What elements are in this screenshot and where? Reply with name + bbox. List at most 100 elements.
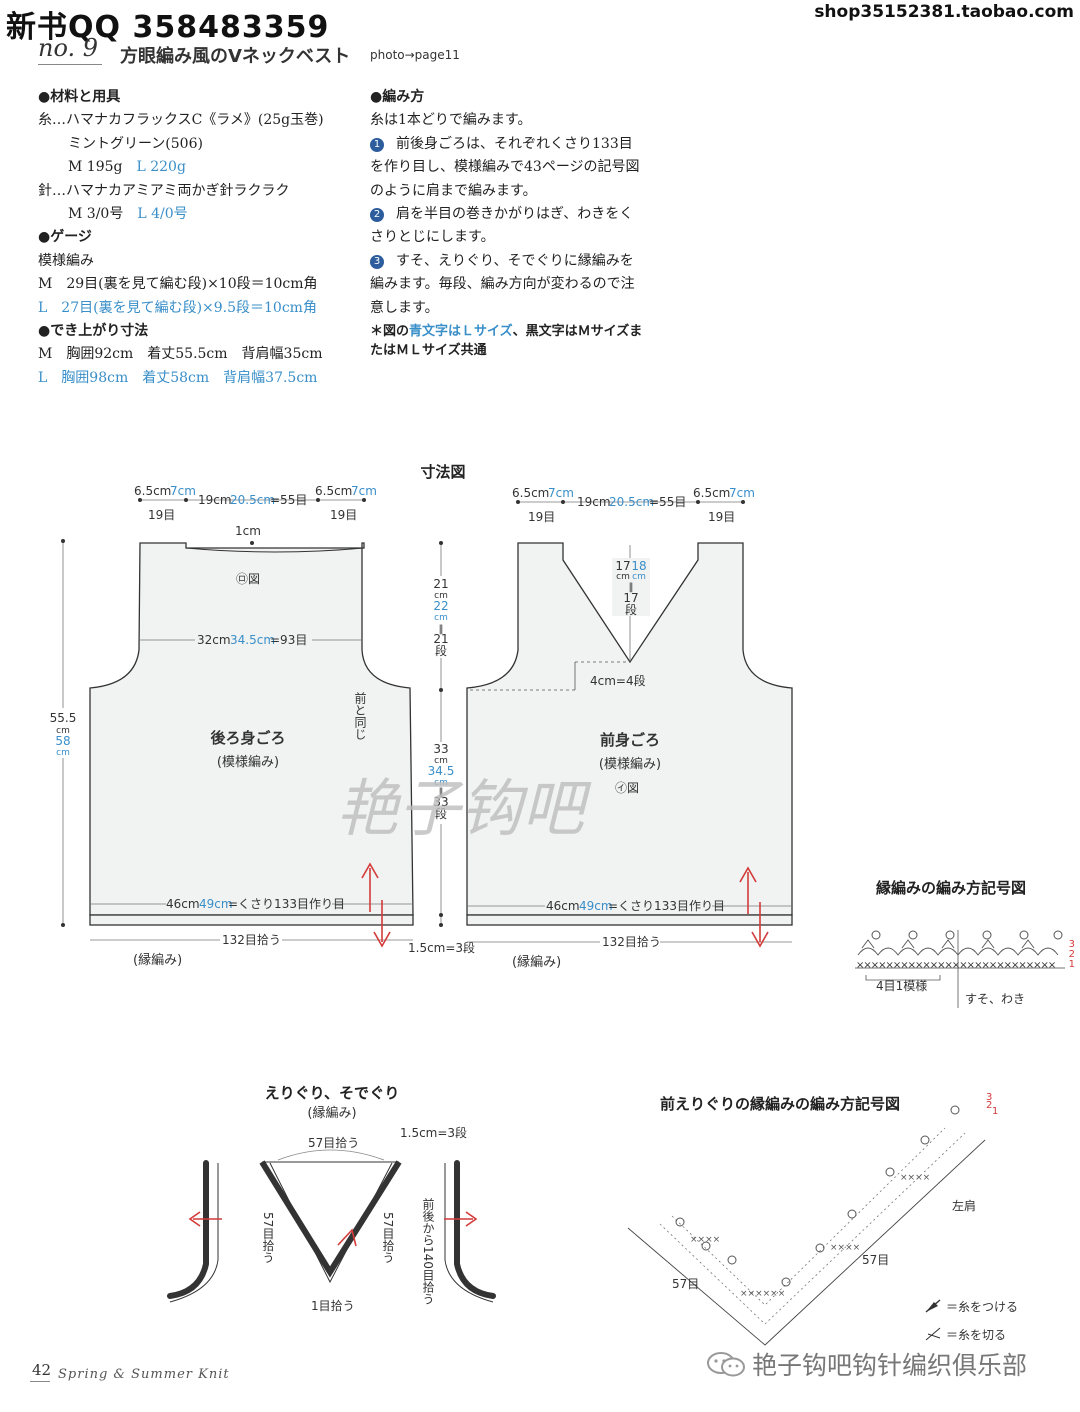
svg-text:1cm: 1cm <box>235 524 261 538</box>
svg-text:17: 17 <box>615 559 630 573</box>
svg-text:えりぐり、そでぐり: えりぐり、そでぐり <box>265 1084 400 1102</box>
back-neck-curve <box>185 547 365 553</box>
svg-text:1: 1 <box>1069 959 1075 970</box>
page-number: 42 <box>32 1361 52 1379</box>
back-body-diagram: 6.5cm 7cm 19目 19cm 20.5cm =55目 6.5cm 7cm… <box>44 484 414 968</box>
svg-text:前後から140目拾う: 前後から140目拾う <box>421 1197 435 1305</box>
svg-text:20.5cm: 20.5cm <box>230 493 275 507</box>
gauge-heading: ●ゲージ <box>38 229 92 246</box>
svg-text:58: 58 <box>55 734 70 748</box>
amount-m: M 195g <box>68 159 123 176</box>
materials-heading: ●材料と用具 <box>38 89 121 105</box>
svg-text:すそ、わき: すそ、わき <box>965 992 1025 1006</box>
svg-text:=55目: =55目 <box>270 493 307 507</box>
svg-text:cm: cm <box>56 726 70 736</box>
step-3-number: 3 <box>370 254 384 269</box>
svg-text:‖: ‖ <box>439 624 444 635</box>
svg-text:21: 21 <box>433 632 448 646</box>
svg-text:‖: ‖ <box>629 582 634 593</box>
svg-text:6.5cm: 6.5cm <box>693 486 730 500</box>
center-watermark: 艳子钩吧 <box>336 772 592 845</box>
svg-text:7cm: 7cm <box>170 484 196 498</box>
pattern-title: 方眼編み風のVネックベスト <box>120 46 351 67</box>
svg-text:7cm: 7cm <box>351 484 377 498</box>
svg-text:19cm: 19cm <box>577 495 611 509</box>
svg-text:cm: cm <box>434 778 448 788</box>
gauge-m: M 29目(裏を見て編む段)×10段＝10cm角 <box>38 276 318 293</box>
svg-text:cm: cm <box>434 591 448 601</box>
edge-stitch-chart: 縁編みの編み方記号図 ××××××××××××××××××××××××××× 3… <box>855 879 1075 1008</box>
page-number-underline <box>30 1381 50 1382</box>
svg-text:57目: 57目 <box>672 1277 699 1291</box>
svg-text:(縁編み): (縁編み) <box>307 1105 356 1121</box>
svg-text:33: 33 <box>433 742 448 756</box>
svg-text:6.5cm: 6.5cm <box>134 484 171 498</box>
svg-text:132目拾う: 132目拾う <box>602 934 661 949</box>
back-body-label: 後ろ身ごろ <box>209 729 285 747</box>
attach-yarn-icon <box>926 1302 938 1312</box>
svg-text:19目: 19目 <box>708 510 735 524</box>
step-2-number: 2 <box>370 208 384 223</box>
svg-text:前と同じ: 前と同じ <box>353 691 367 740</box>
svg-text:7cm: 7cm <box>548 486 574 500</box>
svg-text:(模様編み): (模様編み) <box>217 754 279 770</box>
svg-text:=くさり133目作り目: =くさり133目作り目 <box>608 899 725 913</box>
svg-text:=55目: =55目 <box>649 495 686 509</box>
center-height-dims: 21 cm 22 cm ‖ 21 段 33 cm 34.5 cm ‖ 33 段 … <box>408 541 475 955</box>
svg-text:17: 17 <box>623 591 638 605</box>
svg-text:132目拾う: 132目拾う <box>222 932 281 947</box>
svg-text:19目: 19目 <box>148 508 175 522</box>
svg-text:段: 段 <box>435 806 447 821</box>
svg-text:34.5cm: 34.5cm <box>230 633 275 647</box>
svg-text:段: 段 <box>625 602 637 617</box>
svg-text:cm: cm <box>616 572 630 582</box>
materials-section: ●材料と用具 糸…ハマナカフラックスC《ラメ》(25g玉巻) ミントグリーン(5… <box>38 86 324 390</box>
svg-text:cm: cm <box>434 756 448 766</box>
svg-text:22: 22 <box>433 599 448 613</box>
header-title: 新书QQ 358483359 <box>6 10 330 45</box>
gauge-l: L 27目(裏を見て編む段)×9.5段＝10cm角 <box>38 299 317 316</box>
svg-text:××××: ×××× <box>830 1243 860 1253</box>
svg-text:4目1模様: 4目1模様 <box>876 979 927 993</box>
svg-text:46cm: 46cm <box>546 899 580 913</box>
finished-heading: ●でき上がり寸法 <box>38 323 149 340</box>
method-heading: ●編み方 <box>370 89 425 105</box>
svg-text:57目拾う: 57目拾う <box>261 1212 275 1263</box>
method-intro: 糸は1本どりで編みます。 <box>370 112 532 129</box>
wechat-icon <box>706 1350 746 1378</box>
shop-url[interactable]: shop35152381.taobao.com <box>814 2 1074 22</box>
finished-m: M 胸囲92cm 着丈55.5cm 背肩幅35cm <box>38 346 323 363</box>
svg-text:46cm: 46cm <box>166 897 200 911</box>
cut-yarn-icon <box>925 1327 941 1341</box>
svg-text:4cm=4段: 4cm=4段 <box>590 673 646 688</box>
svg-text:左肩: 左肩 <box>952 1198 976 1213</box>
svg-text:1: 1 <box>992 1106 998 1117</box>
size-diagram-title: 寸法図 <box>420 463 465 481</box>
svg-text:1目拾う: 1目拾う <box>311 1298 355 1313</box>
back-body-shape <box>89 542 414 916</box>
svg-text:cm: cm <box>632 572 646 582</box>
svg-text:57目拾う: 57目拾う <box>308 1135 359 1150</box>
svg-text:‖: ‖ <box>439 787 444 798</box>
svg-text:(模様編み): (模様編み) <box>599 756 661 772</box>
back-hem-band <box>89 914 414 926</box>
hook-m: M 3/0号 <box>68 206 124 223</box>
chart-ro-label: ㋺図 <box>236 572 260 586</box>
svg-text:(縁編み): (縁編み) <box>133 952 182 968</box>
hook-line: 針…ハマナカアミアミ両かぎ針ラクラク <box>38 182 290 199</box>
svg-text:××××××: ×××××× <box>740 1289 785 1299</box>
svg-text:段: 段 <box>435 643 447 658</box>
front-body-diagram: 6.5cm 7cm 19目 19cm 20.5cm =55目 6.5cm 7cm… <box>466 486 793 970</box>
svg-text:19cm: 19cm <box>198 493 232 507</box>
svg-text:=くさり133目作り目: =くさり133目作り目 <box>228 897 345 911</box>
svg-text:＝糸を切る: ＝糸を切る <box>946 1328 1006 1342</box>
color-line: ミントグリーン(506) <box>68 135 203 152</box>
step-1-number: 1 <box>370 137 384 152</box>
svg-text:cm: cm <box>434 613 448 623</box>
svg-text:縁編みの編み方記号図: 縁編みの編み方記号図 <box>876 879 1026 897</box>
